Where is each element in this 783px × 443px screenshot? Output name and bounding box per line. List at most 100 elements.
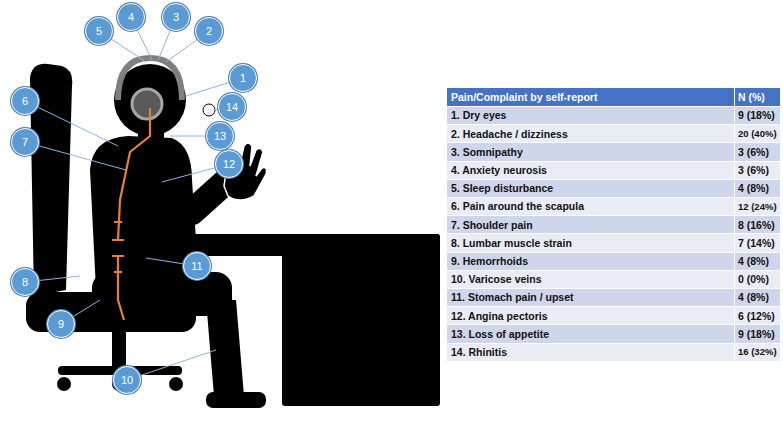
table-text: 8. Lumbar muscle strain xyxy=(451,238,572,249)
table-cell: 16 (32%) xyxy=(735,344,781,362)
chair-wheel xyxy=(57,377,71,391)
callout-number: 5 xyxy=(96,26,102,37)
table-text: 9 (18%) xyxy=(738,329,775,340)
table-cell: 9 (18%) xyxy=(735,325,781,343)
table-text: 3 (6%) xyxy=(738,147,769,158)
table-cell: 9 (18%) xyxy=(735,107,781,125)
table-cell: 4 (8%) xyxy=(735,180,781,198)
table-header-cell: Pain/Complaint by self-report xyxy=(447,88,735,107)
callout-circle: 6 xyxy=(11,87,39,115)
table-text: Pain/Complaint by self-report xyxy=(451,92,597,103)
table-text: 4 (8%) xyxy=(738,256,769,267)
leader-lines xyxy=(25,17,243,380)
microphone xyxy=(203,104,215,116)
table-cell: 4 (8%) xyxy=(735,289,781,307)
callout-number: 6 xyxy=(22,96,28,107)
chair-wheel xyxy=(169,377,183,391)
callout-circle: 4 xyxy=(117,3,145,31)
table-text: 2. Headache / dizziness xyxy=(451,129,568,140)
table-text: 12. Angina pectoris xyxy=(451,311,547,322)
table-cell: 0 (0%) xyxy=(735,271,781,289)
callout-number: 4 xyxy=(128,12,134,23)
callout-circle: 1 xyxy=(229,64,257,92)
callout-number: 2 xyxy=(206,26,212,37)
callout-circle: 9 xyxy=(47,310,75,338)
table-text: 1. Dry eyes xyxy=(451,110,506,121)
table-cell: 7. Shoulder pain xyxy=(447,216,735,234)
table-cell: 1. Dry eyes xyxy=(447,107,735,125)
leader-line xyxy=(25,101,118,146)
table-cell: 2. Headache / dizziness xyxy=(447,125,735,143)
table-text: 9 (18%) xyxy=(738,110,775,121)
table-text: 7 (14%) xyxy=(738,238,775,249)
arm xyxy=(150,170,232,212)
table-text: 11. Stomach pain / upset xyxy=(451,292,574,303)
table-cell: 6 (12%) xyxy=(735,307,781,325)
table-text: N (%) xyxy=(738,92,765,103)
table-text: 3 (6%) xyxy=(738,165,769,176)
callout-circle: 11 xyxy=(183,252,211,280)
table-cell: 9. Hemorrhoids xyxy=(447,253,735,271)
table-text: 20 (40%) xyxy=(738,129,777,139)
table-text: 7. Shoulder pain xyxy=(451,220,533,231)
desk xyxy=(178,234,440,406)
table-text: 6. Pain around the scapula xyxy=(451,201,584,212)
table-cell: 3 (6%) xyxy=(735,162,781,180)
table-cell: 4 (8%) xyxy=(735,253,781,271)
table-text: 4 (8%) xyxy=(738,292,769,303)
table-text: 10. Varicose veins xyxy=(451,274,541,285)
table-text: 12 (24%) xyxy=(738,202,777,212)
table-text: 16 (32%) xyxy=(738,347,777,357)
callout-number: 13 xyxy=(214,131,226,142)
spine xyxy=(118,108,150,320)
table-cell: 10. Varicose veins xyxy=(447,271,735,289)
table-cell: 6. Pain around the scapula xyxy=(447,198,735,216)
table-text: 3. Somnipathy xyxy=(451,147,523,158)
table-cell: 14. Rhinitis xyxy=(447,344,735,362)
table-cell: 3 (6%) xyxy=(735,143,781,161)
table-header-cell: N (%) xyxy=(735,88,781,107)
callout-circle: 8 xyxy=(11,268,39,296)
table-cell: 5. Sleep disturbance xyxy=(447,180,735,198)
callout-circle: 10 xyxy=(113,366,141,394)
callout-number: 7 xyxy=(22,137,28,148)
callout-number: 9 xyxy=(58,319,64,330)
callout-circle: 3 xyxy=(162,3,190,31)
table-text: 6 (12%) xyxy=(738,311,775,322)
callout-number: 1 xyxy=(240,73,246,84)
table-text: 14. Rhinitis xyxy=(451,347,507,358)
desk-pedestal xyxy=(282,234,440,406)
callout-number: 3 xyxy=(173,12,179,23)
callout-circle: 12 xyxy=(215,150,243,178)
callout-number: 8 xyxy=(22,277,28,288)
table-cell: 11. Stomach pain / upset xyxy=(447,289,735,307)
foot xyxy=(206,392,266,408)
callout-circle: 14 xyxy=(218,93,246,121)
callout-circle: 13 xyxy=(206,122,234,150)
table-cell: 20 (40%) xyxy=(735,125,781,143)
table-cell: 8 (16%) xyxy=(735,216,781,234)
lower-leg xyxy=(206,300,244,396)
table-cell: 12 (24%) xyxy=(735,198,781,216)
table-text: 9. Hemorrhoids xyxy=(451,256,528,267)
callout-number: 10 xyxy=(121,375,133,386)
table-cell: 12. Angina pectoris xyxy=(447,307,735,325)
callout-number: 14 xyxy=(226,102,238,113)
callout-number: 11 xyxy=(191,261,202,272)
person xyxy=(90,64,266,408)
table-cell: 7 (14%) xyxy=(735,234,781,252)
chair-stem xyxy=(112,330,126,370)
table-cell: 3. Somnipathy xyxy=(447,143,735,161)
leader-line xyxy=(25,142,126,170)
callout-circle: 5 xyxy=(85,17,113,45)
table-cell: 8. Lumbar muscle strain xyxy=(447,234,735,252)
table-text: 8 (16%) xyxy=(738,220,775,231)
table-cell: 13. Loss of appetite xyxy=(447,325,735,343)
table-text: 4 (8%) xyxy=(738,183,769,194)
table-text: 5. Sleep disturbance xyxy=(451,183,553,194)
table-text: 4. Anxiety neurosis xyxy=(451,165,547,176)
table-text: 0 (0%) xyxy=(738,274,769,285)
callout-circle: 7 xyxy=(11,128,39,156)
headphone-cup xyxy=(132,89,162,119)
